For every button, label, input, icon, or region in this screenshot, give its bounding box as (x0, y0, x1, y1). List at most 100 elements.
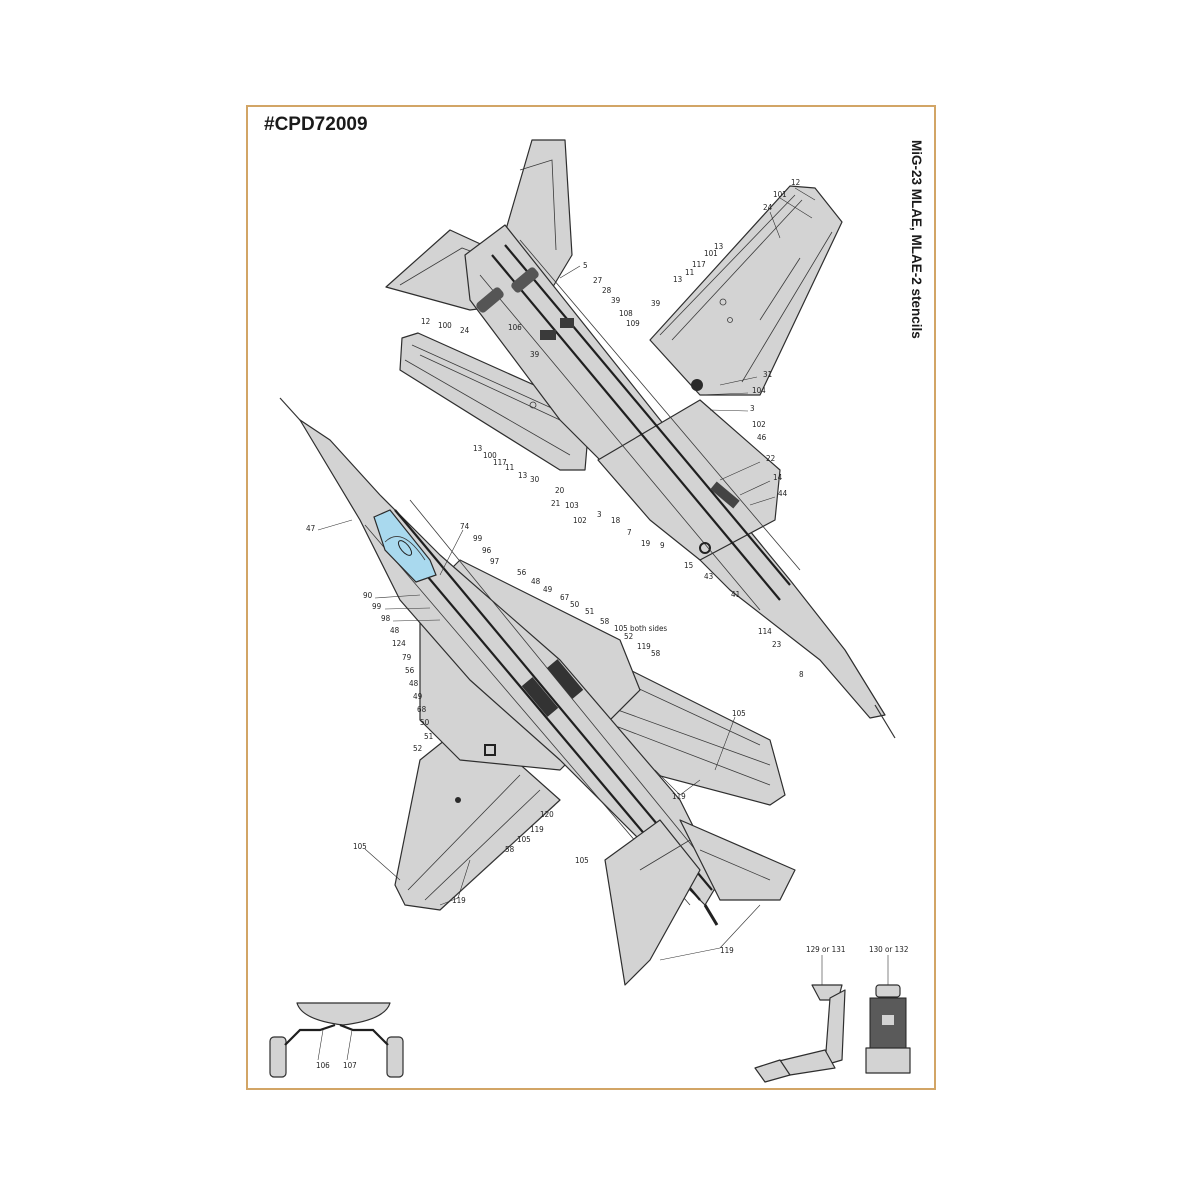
callout-lower: 52 (413, 744, 423, 753)
callout-upper: 15 (684, 561, 694, 570)
callout-upper: 39 (611, 296, 621, 305)
callout-lower: 119 (720, 946, 734, 955)
callout-upper: 44 (778, 489, 788, 498)
callout-upper: 23 (772, 640, 782, 649)
callout-upper: 11 (685, 268, 695, 277)
callout-upper: 24 (460, 326, 470, 335)
main-gear-detail (269, 1002, 404, 1078)
callout-lower: 119 (672, 792, 686, 801)
callout-upper: 102 (573, 516, 587, 525)
callout-upper: 108 (619, 309, 633, 318)
callout-upper: 3 (750, 404, 755, 413)
callout-upper: 19 (641, 539, 651, 548)
callout-lower: 50 (570, 600, 580, 609)
sheet-frame (246, 105, 936, 1090)
callout-lower: 52 (624, 632, 634, 641)
callout-upper: 11 (505, 463, 515, 472)
callout-upper: 104 (752, 386, 766, 395)
callout-lower: 51 (424, 732, 434, 741)
leader-lines (317, 187, 816, 961)
callout-upper: 13 (518, 471, 528, 480)
callout-upper: 109 (626, 319, 640, 328)
callout-lower: 119 (637, 642, 651, 651)
callout-lower: 119 (452, 896, 466, 905)
callout-lower: 48 (390, 626, 400, 635)
callout-lower: 105 (517, 835, 531, 844)
callout-upper: 18 (611, 516, 621, 525)
callout-lower: 68 (417, 705, 427, 714)
callout-upper: 100 (438, 321, 452, 330)
callout-upper: 22 (766, 454, 776, 463)
callout-lower: 49 (413, 692, 423, 701)
callout-details: 129 or 131 (806, 945, 846, 954)
callout-upper: 27 (593, 276, 603, 285)
callout-upper: 12 (421, 317, 431, 326)
callout-details: 106 (316, 1061, 330, 1070)
callout-upper: 24 (763, 203, 773, 212)
callout-upper: 3 (597, 510, 602, 519)
callout-lower: 97 (490, 557, 500, 566)
callout-lower: 48 (531, 577, 541, 586)
callout-lower: 119 (530, 825, 544, 834)
callout-lower: 58 (505, 845, 515, 854)
callout-upper: 39 (530, 350, 540, 359)
callout-lower: 90 (363, 591, 373, 600)
callout-upper: 43 (704, 572, 714, 581)
callout-upper: 30 (530, 475, 540, 484)
callout-lower: 99 (372, 602, 382, 611)
callout-upper: 14 (773, 473, 783, 482)
callout-lower: 105 (575, 856, 589, 865)
callout-upper: 21 (551, 499, 561, 508)
callout-upper: 117 (692, 260, 706, 269)
callout-upper: 102 (752, 420, 766, 429)
callout-upper: 13 (673, 275, 683, 284)
callout-upper: 106 (508, 323, 522, 332)
callout-lower: 48 (409, 679, 419, 688)
callout-lower: 124 (392, 639, 406, 648)
callout-lower: 50 (420, 718, 430, 727)
callout-lower: 56 (405, 666, 415, 675)
callout-lower: 120 (540, 810, 554, 819)
callout-details: 130 or 132 (869, 945, 909, 954)
callout-upper: 41 (731, 590, 741, 599)
callout-lower: 99 (473, 534, 483, 543)
callout-lower: 96 (482, 546, 492, 555)
callout-lower: 49 (543, 585, 553, 594)
product-code: #CPD72009 (264, 114, 368, 135)
callout-lower: 105 (732, 709, 746, 718)
callout-upper: 114 (758, 627, 772, 636)
callout-lower: 74 (460, 522, 470, 531)
callout-upper: 117 (493, 458, 507, 467)
callout-upper: 101 (704, 249, 718, 258)
callout-lower: 51 (585, 607, 595, 616)
callout-lower: 79 (402, 653, 412, 662)
callout-lower: 98 (381, 614, 391, 623)
lower-view (279, 397, 796, 986)
callout-upper: 103 (565, 501, 579, 510)
callout-lower: 56 (517, 568, 527, 577)
callout-upper: 13 (714, 242, 724, 251)
seat-side-detail (754, 955, 846, 1083)
callout-upper: 5 (583, 261, 588, 270)
seat-front-detail (865, 955, 911, 1074)
callout-lower: 47 (306, 524, 316, 533)
callout-upper: 8 (799, 670, 804, 679)
callout-upper: 13 (473, 444, 483, 453)
callout-upper: 39 (651, 299, 661, 308)
callout-upper: 101 (773, 190, 787, 199)
callout-upper: 100 (483, 451, 497, 460)
callout-lower: 67 (560, 593, 570, 602)
callout-upper: 20 (555, 486, 565, 495)
callout-details: 107 (343, 1061, 357, 1070)
callout-upper: 12 (791, 178, 801, 187)
callout-lower: 105 both sides (614, 624, 668, 633)
callout-upper: 7 (627, 528, 632, 537)
callout-upper: 28 (602, 286, 612, 295)
upper-view (385, 139, 896, 739)
callout-upper: 31 (763, 370, 773, 379)
callout-lower: 58 (651, 649, 661, 658)
callout-upper: 46 (757, 433, 767, 442)
callout-lower: 58 (600, 617, 610, 626)
callout-upper: 9 (660, 541, 665, 550)
